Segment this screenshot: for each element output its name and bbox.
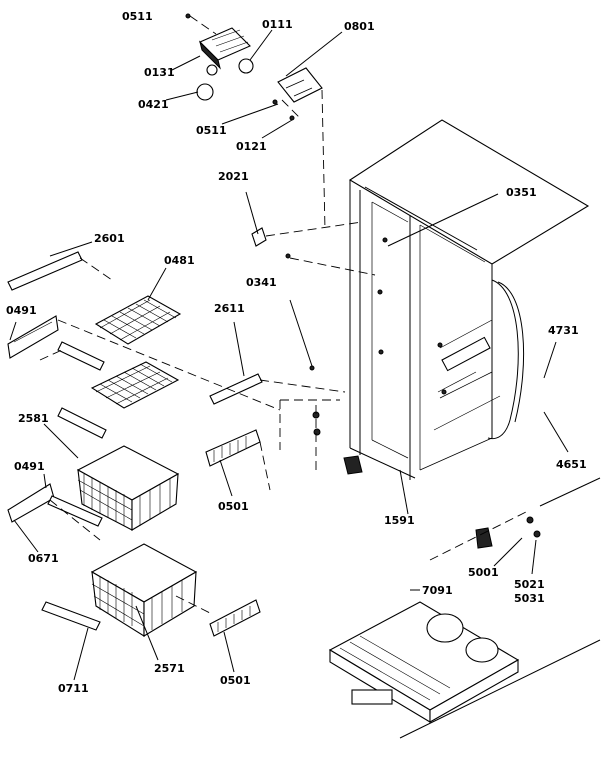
label-2571: 2571	[154, 662, 185, 675]
label-5001: 5001	[468, 566, 499, 579]
label-0511-top: 0511	[122, 10, 153, 23]
label-0491-a: 0491	[6, 304, 37, 317]
freezer-cabinet	[343, 119, 590, 549]
label-0351: 0351	[506, 186, 537, 199]
label-0111: 0111	[262, 18, 293, 31]
label-0491-b: 0491	[14, 460, 45, 473]
label-0511-mid: 0511	[196, 124, 227, 137]
label-2581: 2581	[18, 412, 49, 425]
label-0421: 0421	[138, 98, 169, 111]
label-5031: 5031	[514, 592, 545, 605]
label-0341: 0341	[246, 276, 277, 289]
label-7091: 7091	[422, 584, 453, 597]
shelf-rails	[7, 251, 346, 631]
damper-parts	[251, 221, 376, 470]
wire-shelves	[90, 295, 182, 409]
label-1591: 1591	[384, 514, 415, 527]
label-2611: 2611	[214, 302, 245, 315]
label-0801: 0801	[344, 20, 375, 33]
label-0481: 0481	[164, 254, 195, 267]
machine-compartment	[328, 477, 601, 739]
label-5021: 5021	[514, 578, 545, 591]
part-labels: 0511 0111 0801 0131 0421 0511 0121 2021 …	[6, 10, 587, 695]
label-0711: 0711	[58, 682, 89, 695]
label-0501-b: 0501	[220, 674, 251, 687]
leader-lines	[9, 29, 569, 681]
baskets	[76, 429, 271, 637]
label-4651: 4651	[556, 458, 587, 471]
label-0501-a: 0501	[218, 500, 249, 513]
light-assembly	[185, 13, 326, 231]
label-4731: 4731	[548, 324, 579, 337]
label-0671: 0671	[28, 552, 59, 565]
label-2601: 2601	[94, 232, 125, 245]
label-0131: 0131	[144, 66, 175, 79]
label-2021: 2021	[218, 170, 249, 183]
label-0121: 0121	[236, 140, 267, 153]
